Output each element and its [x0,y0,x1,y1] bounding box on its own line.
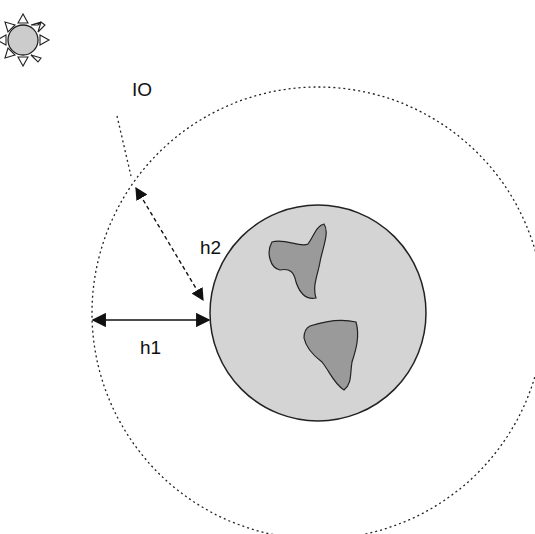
light-ray [117,116,131,176]
height-arrow [93,319,209,321]
path-length-arrow [136,188,203,300]
continent [269,224,326,298]
atmosphere-boundary [92,87,535,534]
dimension-label: h1 [140,338,161,357]
sun [0,14,49,66]
earth [210,205,426,421]
dimension-label: h2 [200,238,221,257]
intensity-label: IO [132,80,152,99]
continent [304,320,358,390]
